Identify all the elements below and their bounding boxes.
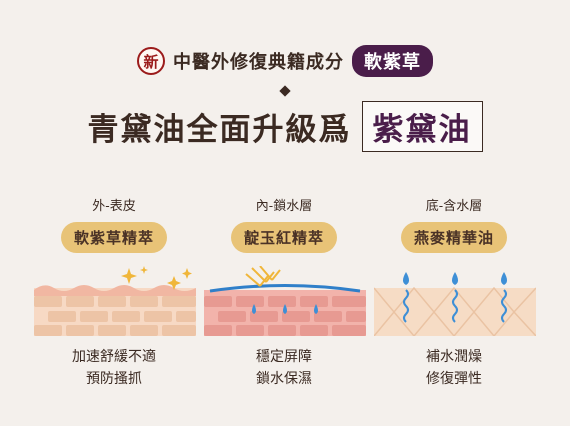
column-epidermis-desc: 加速舒緩不適 預防搔抓 — [34, 346, 194, 390]
ingredient-pill: 軟紫草精萃 — [60, 222, 167, 253]
layer-label: 外-表皮 — [92, 199, 136, 214]
desc-line: 補水潤燥 — [426, 349, 482, 365]
main-title-boxed: 紫黛油 — [361, 100, 483, 152]
layer-label: 內-鎖水層 — [255, 199, 313, 214]
column-epidermis: 外-表皮 軟紫草精萃 — [34, 198, 194, 253]
desc-line: 預防搔抓 — [86, 371, 142, 387]
main-title: 青黛油全面升級爲 紫黛油 — [0, 100, 570, 152]
water-drop-icon — [252, 304, 318, 314]
header-row: 新 中醫外修復典籍成分 軟紫草 — [0, 45, 570, 77]
column-hydration-desc: 補水潤燥 修復彈性 — [374, 346, 534, 390]
sparkle-icon — [121, 266, 192, 290]
main-title-text: 青黛油全面升級爲 — [87, 111, 352, 148]
new-stamp-icon: 新 — [137, 47, 165, 75]
ingredient-pill: 靛玉紅精萃 — [230, 222, 337, 253]
barrier-illustration — [204, 266, 366, 336]
hydration-illustration — [374, 272, 536, 336]
water-drop-icon — [403, 272, 507, 323]
column-barrier-desc: 穩定屏障 鎖水保濕 — [204, 346, 364, 390]
epidermis-illustration — [34, 266, 196, 336]
desc-line: 修復彈性 — [426, 371, 482, 387]
desc-line: 鎖水保濕 — [256, 371, 312, 387]
layer-label: 底-含水層 — [425, 199, 483, 214]
header-badge: 軟紫草 — [352, 45, 433, 77]
barrier-shield-icon — [209, 284, 361, 293]
blocked-rays-icon — [245, 266, 281, 287]
ingredient-pill: 燕麥精華油 — [400, 222, 507, 253]
diamond-divider-icon — [279, 85, 291, 97]
column-barrier: 內-鎖水層 靛玉紅精萃 — [204, 198, 364, 253]
desc-line: 加速舒緩不適 — [72, 349, 156, 365]
column-hydration: 底-含水層 燕麥精華油 — [374, 198, 534, 253]
desc-line: 穩定屏障 — [256, 349, 312, 365]
header-text: 中醫外修復典籍成分 — [173, 52, 344, 73]
